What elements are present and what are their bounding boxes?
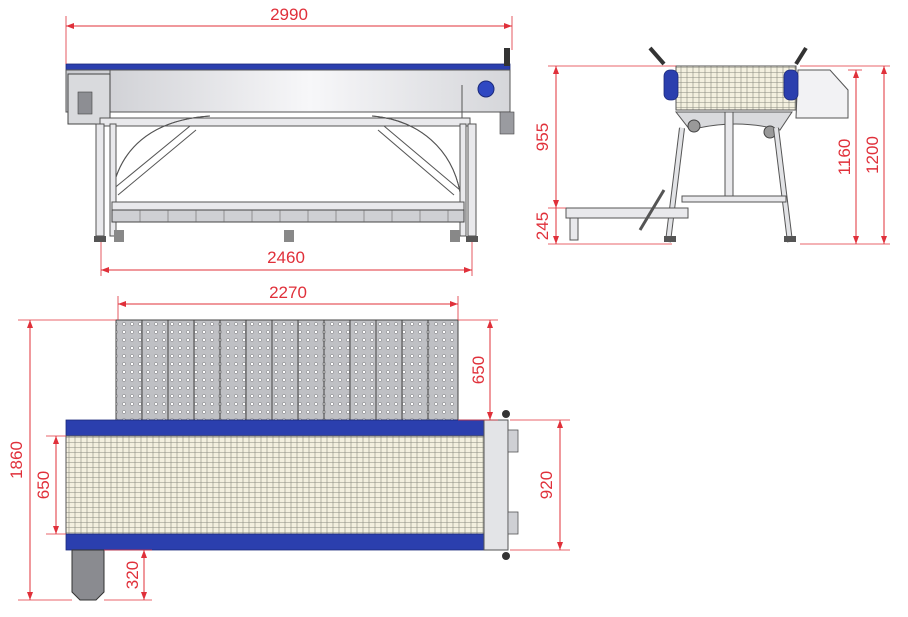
plan-view [65,319,519,601]
plan-motor [71,549,105,601]
side-view [565,46,849,243]
dim-label-650-belt: 650 [34,471,53,499]
plan-dimensions: 2270 650 1860 650 920 320 [7,283,570,601]
dim-label-2270: 2270 [269,283,307,302]
side-belt-module [675,65,797,111]
side-dimensions: 955 245 1160 1200 [533,65,890,245]
plan-frame-bottom [65,533,485,551]
front-blue-knob [477,80,495,98]
dim-label-2990: 2990 [270,5,308,24]
dim-label-1200: 1200 [863,136,882,174]
dim-label-2460: 2460 [267,248,305,267]
dim-label-955: 955 [533,123,552,151]
side-base [565,207,689,219]
front-bottom-tray [111,209,465,223]
front-handle [504,48,510,66]
dim-label-1160: 1160 [835,139,854,176]
front-view [65,48,515,242]
front-top-rail [65,63,511,71]
dim-label-320: 320 [123,561,142,589]
plan-frame-top [65,419,485,437]
front-leg-left [95,123,105,237]
front-leg-right [467,123,477,237]
dim-label-650-module: 650 [469,356,488,384]
front-main-beam [65,69,511,113]
dim-label-1860: 1860 [7,441,26,479]
plan-perforated-module [115,319,459,421]
plan-belt [65,435,485,535]
front-dimensions: 2990 2460 [65,5,513,276]
side-hood [795,69,849,119]
dim-label-920: 920 [537,471,556,499]
dim-label-245: 245 [533,212,552,240]
